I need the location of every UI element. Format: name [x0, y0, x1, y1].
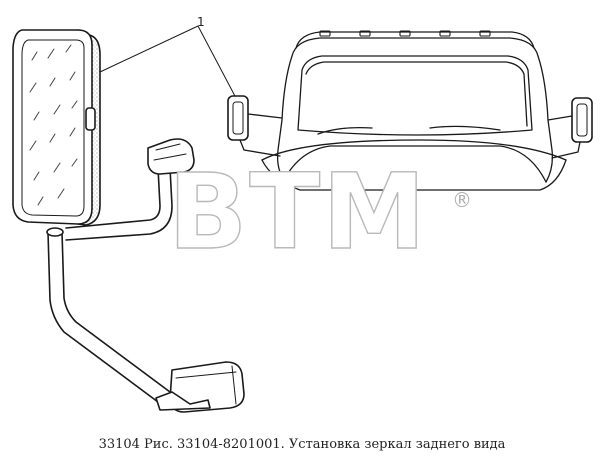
cab-roof	[295, 31, 535, 49]
glass-reflection-marks	[29, 44, 78, 206]
left-side-mirror	[227, 95, 249, 141]
btm-watermark: BTM	[167, 151, 428, 273]
wipers	[317, 125, 501, 135]
figure-caption: 33104 Рис. 33104-8201001. Установка зерк…	[98, 437, 506, 452]
vertical-arm	[47, 231, 171, 403]
callout-leaders	[99, 25, 237, 99]
large-mirror-assembly	[12, 29, 245, 413]
registered-mark: ®	[452, 188, 472, 212]
clamp-bolt	[177, 171, 191, 197]
cab-left-side	[276, 55, 293, 181]
mirror-pivot	[85, 107, 96, 131]
right-side-mirror	[571, 97, 593, 143]
right-mirror-arm	[547, 115, 581, 159]
left-mirror-arm	[239, 113, 283, 157]
callout-number: 1	[197, 15, 205, 29]
arm-top-collar	[46, 227, 64, 237]
front-lower	[261, 159, 567, 191]
hood	[283, 145, 547, 183]
upper-arm	[65, 167, 173, 241]
windshield	[297, 55, 533, 136]
mirror-glass	[21, 39, 85, 217]
mirror-frame	[12, 29, 93, 225]
roof-marker-lights	[319, 30, 491, 37]
truck-cab-front	[227, 30, 593, 191]
mount-foot	[155, 391, 211, 411]
